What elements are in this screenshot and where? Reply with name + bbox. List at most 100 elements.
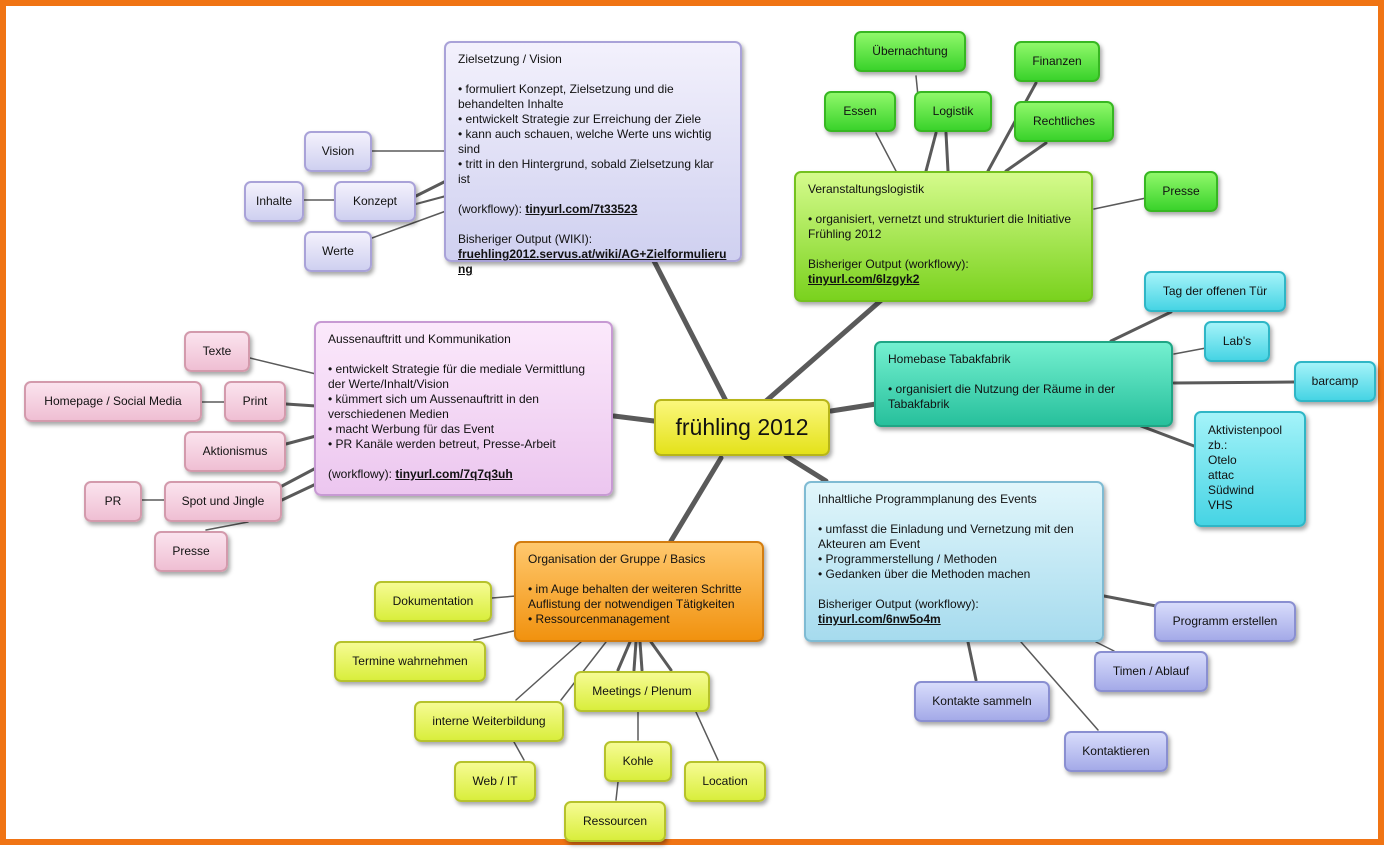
werte-node[interactable]: Werte (304, 231, 372, 272)
connector (783, 453, 829, 484)
barcamp-label: barcamp (1311, 374, 1359, 388)
pr-node[interactable]: PR (84, 481, 142, 522)
connector (828, 401, 879, 414)
spot-und-jingle-label: Spot und Jingle (181, 494, 265, 508)
connector (1139, 424, 1196, 448)
tag-der-offenen-tuer-node[interactable]: Tag der offenen Tür (1144, 271, 1286, 312)
barcamp-node[interactable]: barcamp (1294, 361, 1376, 402)
programm-erstellen-node[interactable]: Programm erstellen (1154, 601, 1296, 642)
texte-node[interactable]: Texte (184, 331, 250, 372)
workflowy-label: (workflowy): (328, 467, 393, 481)
uebernachtung-label: Übernachtung (872, 44, 948, 58)
timen-ablauf-label: Timen / Ablauf (1112, 664, 1190, 678)
workflowy-link[interactable]: tinyurl.com/7t33523 (525, 202, 638, 216)
labs-label: Lab's (1222, 334, 1252, 348)
aktivistenpool-line: Aktivistenpool (1208, 423, 1283, 437)
interne-weiterbildung-node[interactable]: interne Weiterbildung (414, 701, 564, 742)
organisation-bullet: im Auge behalten der weiteren Schritte (528, 582, 750, 597)
central-topic-label: frühling 2012 (675, 414, 809, 440)
central-topic[interactable]: frühling 2012 (654, 399, 830, 456)
aktivistenpool-line: attac (1208, 468, 1235, 482)
aktionismus-label: Aktionismus (202, 444, 268, 458)
homepage-social-media-label: Homepage / Social Media (44, 394, 182, 408)
timen-ablauf-node[interactable]: Timen / Ablauf (1094, 651, 1208, 692)
aussenauftritt-bullet: macht Werbung für das Event (328, 422, 599, 437)
finanzen-node[interactable]: Finanzen (1014, 41, 1100, 82)
uebernachtung-node[interactable]: Übernachtung (854, 31, 966, 72)
connector (763, 293, 889, 404)
aussenauftritt-bullet: kümmert sich um Aussenauftritt in den ve… (328, 392, 599, 422)
workflowy-link[interactable]: tinyurl.com/6nw5o4m (818, 612, 941, 626)
zielsetzung-title: Zielsetzung / Vision (458, 52, 562, 66)
connector (1109, 310, 1173, 343)
spot-und-jingle-node[interactable]: Spot und Jingle (164, 481, 282, 522)
homebase-title: Homebase Tabakfabrik (888, 352, 1011, 366)
homepage-social-media-node[interactable]: Homepage / Social Media (24, 381, 202, 422)
location-node[interactable]: Location (684, 761, 766, 802)
dokumentation-label: Dokumentation (392, 594, 474, 608)
veranstaltung-title: Veranstaltungslogistik (808, 182, 925, 196)
kohle-label: Kohle (622, 754, 654, 768)
zielsetzung-node[interactable]: Zielsetzung / Vision formuliert Konzept,… (444, 41, 742, 276)
pr-label: PR (104, 494, 122, 508)
rechtliches-node[interactable]: Rechtliches (1014, 101, 1114, 142)
connector (284, 402, 318, 408)
print-node[interactable]: Print (224, 381, 286, 422)
kontakte-sammeln-label: Kontakte sammeln (932, 694, 1032, 708)
connector (649, 640, 673, 672)
connector (491, 595, 517, 599)
konzept-node[interactable]: Konzept (334, 181, 416, 222)
connector (415, 195, 447, 205)
kohle-node[interactable]: Kohle (604, 741, 672, 782)
presse-node[interactable]: Presse (1144, 171, 1218, 212)
kontaktieren-node[interactable]: Kontaktieren (1064, 731, 1168, 772)
web-it-node[interactable]: Web / IT (454, 761, 536, 802)
location-label: Location (702, 774, 748, 788)
inhalte-node[interactable]: Inhalte (244, 181, 304, 222)
connector (1093, 197, 1147, 210)
kontakte-sammeln-node[interactable]: Kontakte sammeln (914, 681, 1050, 722)
wiki-link[interactable]: fruehling2012.servus.at/wiki/AG+Zielform… (458, 247, 727, 276)
termine-wahrnehmen-node[interactable]: Termine wahrnehmen (334, 641, 486, 682)
ressourcen-label: Ressourcen (582, 814, 648, 828)
connector (371, 210, 447, 239)
labs-node[interactable]: Lab's (1204, 321, 1270, 362)
connector (515, 641, 582, 701)
output-label: Bisheriger Output (workflowy): (808, 257, 969, 271)
meetings-plenum-node[interactable]: Meetings / Plenum (574, 671, 710, 712)
texte-label: Texte (202, 344, 232, 358)
finanzen-label: Finanzen (1032, 54, 1082, 68)
aussenauftritt-bullet: PR Kanäle werden betreut, Presse-Arbeit (328, 437, 599, 452)
aktionismus-node[interactable]: Aktionismus (184, 431, 286, 472)
connector (668, 455, 724, 544)
homebase-node[interactable]: Homebase Tabakfabrik organisiert die Nut… (874, 341, 1173, 427)
presse-aussen-node[interactable]: Presse (154, 531, 228, 572)
aussenauftritt-node[interactable]: Aussenauftritt und Kommunikation entwick… (314, 321, 613, 496)
connector (513, 741, 525, 761)
konzept-label: Konzept (352, 194, 398, 208)
workflowy-link[interactable]: tinyurl.com/6lzgyk2 (808, 272, 920, 286)
workflowy-link[interactable]: tinyurl.com/7q7q3uh (395, 467, 513, 481)
vision-node[interactable]: Vision (304, 131, 372, 172)
aussenauftritt-bullet: entwickelt Strategie für die mediale Ver… (328, 362, 599, 392)
aktivistenpool-node[interactable]: Aktivistenpool zb.: Otelo attac Südwind … (1194, 411, 1306, 527)
interne-weiterbildung-label: interne Weiterbildung (432, 714, 546, 728)
inhaltliche-bullet: Gedanken über die Methoden machen (818, 567, 1090, 582)
connector (1172, 380, 1296, 385)
organisation-node[interactable]: Organisation der Gruppe / Basics im Auge… (514, 541, 764, 642)
connector (1102, 594, 1158, 608)
veranstaltungslogistik-node[interactable]: Veranstaltungslogistik organisiert, vern… (794, 171, 1093, 302)
connector (632, 640, 638, 672)
connector (651, 258, 729, 404)
connector (986, 81, 1038, 173)
dokumentation-node[interactable]: Dokumentation (374, 581, 492, 622)
aktivistenpool-line: zb.: (1208, 438, 1228, 452)
aktivistenpool-line: Otelo (1208, 453, 1237, 467)
web-it-label: Web / IT (472, 774, 518, 788)
logistik-node[interactable]: Logistik (914, 91, 992, 132)
veranstaltung-bullet: organisiert, vernetzt und strukturiert d… (808, 212, 1079, 242)
essen-node[interactable]: Essen (824, 91, 896, 132)
ressourcen-node[interactable]: Ressourcen (564, 801, 666, 842)
inhaltliche-programmplanung-node[interactable]: Inhaltliche Programmplanung des Events u… (804, 481, 1104, 642)
